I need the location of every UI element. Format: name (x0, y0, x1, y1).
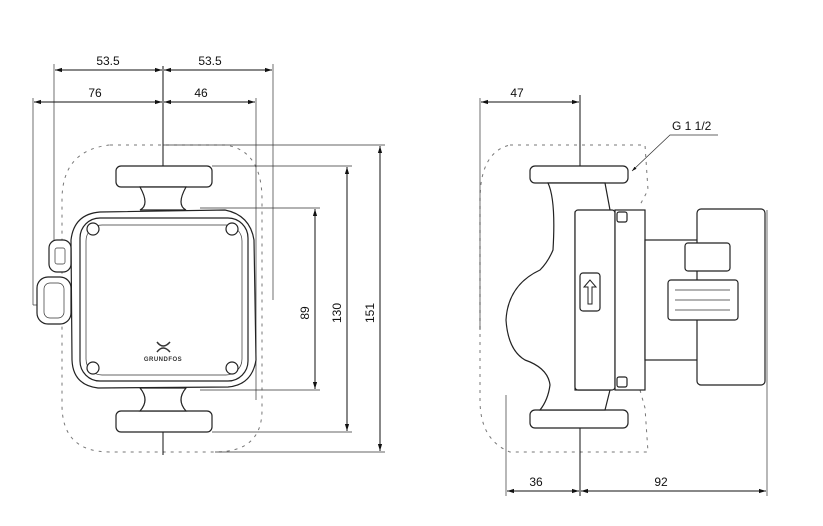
dim-front-89: 89 (298, 306, 312, 320)
bolts (86, 222, 239, 375)
side-view: 47 36 92 G 1 1/2 (479, 86, 768, 496)
dim-front-top-left: 53.5 (96, 54, 120, 68)
thread-label: G 1 1/2 (672, 119, 712, 133)
flow-arrow-plate (579, 272, 601, 312)
dim-front-130: 130 (330, 303, 344, 323)
electronics-frame (614, 209, 646, 391)
flow-direction-arrow-icon (582, 279, 598, 305)
side-top-flange (529, 165, 629, 184)
dim-side-92: 92 (654, 475, 668, 489)
clearance-outline-side (479, 144, 649, 453)
dim-side-36: 36 (529, 475, 543, 489)
side-signal-connector (684, 242, 731, 272)
clearance-outline (61, 144, 263, 453)
grundfos-logo: GRUNDFOS (144, 341, 182, 363)
dim-front-connector: 76 (88, 86, 102, 100)
dim-front-151: 151 (363, 303, 377, 323)
dim-front-top-right: 53.5 (198, 54, 222, 68)
bottom-flange (115, 410, 213, 433)
signal-connector (48, 239, 72, 273)
dim-front-right: 46 (194, 86, 208, 100)
pump-casing (505, 182, 611, 411)
dim-side-47: 47 (510, 86, 524, 100)
side-bottom-flange (529, 409, 629, 429)
top-flange (115, 165, 213, 188)
front-view: 53.5 53.5 76 46 89 130 151 GRUNDFOS (32, 54, 385, 455)
power-connector (36, 276, 72, 325)
logo-text: GRUNDFOS (144, 357, 182, 363)
